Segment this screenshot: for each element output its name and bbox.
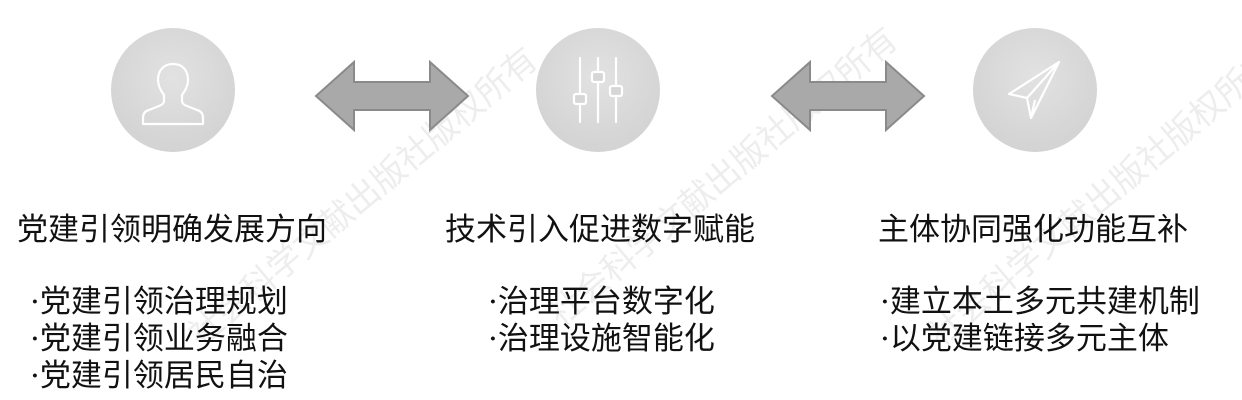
bullet-list-3: ·建立本土多元共建机制 ·以党建链接多元主体 [880, 284, 1200, 358]
double-arrow-1 [314, 59, 470, 133]
bullet-item: ·治理平台数字化 [488, 284, 715, 320]
bullet-item: ·治理设施智能化 [488, 321, 715, 357]
icon-circle-1 [111, 28, 235, 152]
bullet-item: ·党建引领治理规划 [30, 284, 288, 320]
heading-3: 主体协同强化功能互补 [878, 212, 1188, 248]
bullet-list-1: ·党建引领治理规划 ·党建引领业务融合 ·党建引领居民自治 [30, 284, 288, 395]
sliders-icon [572, 56, 624, 124]
bullet-item: ·党建引领居民自治 [30, 358, 288, 394]
bullet-list-2: ·治理平台数字化 ·治理设施智能化 [488, 284, 715, 358]
bullet-item: ·以党建链接多元主体 [880, 321, 1169, 357]
paper-plane-icon [1007, 60, 1061, 120]
icon-circle-2 [536, 28, 660, 152]
person-icon [141, 62, 205, 126]
icon-circle-3 [973, 28, 1097, 152]
heading-1: 党建引领明确发展方向 [17, 212, 327, 248]
double-arrow-2 [770, 59, 926, 133]
bullet-item: ·建立本土多元共建机制 [880, 284, 1200, 320]
bullet-item: ·党建引领业务融合 [30, 321, 288, 357]
heading-2: 技术引入促进数字赋能 [445, 212, 755, 248]
